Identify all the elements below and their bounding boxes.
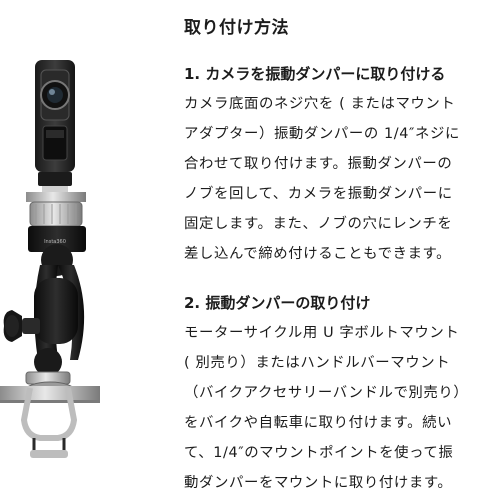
- step-1-heading: 1. カメラを振動ダンパーに取り付ける: [184, 65, 446, 83]
- camera-mount-drawing: Insta360: [0, 60, 100, 458]
- mount-arm: [34, 265, 85, 360]
- product-logo-text: Insta360: [44, 239, 66, 245]
- step-1-line-1: カメラ底面のネジ穴を ( またはマウント: [184, 96, 456, 112]
- camera-body: [35, 60, 75, 172]
- step-2-section: 2. 振動ダンパーの取り付け モーターサイクル用 U 字ボルトマウント ( 別売…: [184, 288, 496, 498]
- step-2-heading: 2. 振動ダンパーの取り付け: [184, 294, 371, 312]
- page-title: 取り付け方法: [184, 18, 289, 38]
- product-illustration: Insta360: [0, 60, 175, 500]
- step-2-line-5: て、1/4″のマウントポイントを使って振: [184, 445, 454, 461]
- handlebar-tube: [0, 386, 100, 403]
- step-2-line-1: モーターサイクル用 U 字ボルトマウント: [184, 325, 460, 341]
- step-1-line-3: 合わせて取り付けます。振動ダンパーの: [184, 156, 453, 172]
- step-2-line-4: をバイクや自転車に取り付けます。続い: [184, 415, 453, 431]
- step-1-line-6: 差し込んで締め付けることもできます。: [184, 246, 452, 262]
- thumb-knob: [3, 310, 40, 342]
- step-1-line-4: ノブを回して、カメラを振動ダンパーに: [184, 186, 453, 202]
- step-1-line-2: アダプター）振動ダンパーの 1/4″ネジに: [184, 126, 460, 142]
- step-1-line-5: 固定します。また、ノブの穴にレンチを: [184, 216, 453, 232]
- step-2-line-3: （バイクアクセサリーバンドルで別売り）: [184, 385, 469, 401]
- step-2-line-2: ( 別売り）またはハンドルバーマウント: [184, 355, 451, 371]
- damper-knob: [26, 192, 86, 227]
- step-1-section: 1. カメラを振動ダンパーに取り付ける カメラ底面のネジ穴を ( またはマウント…: [184, 59, 496, 269]
- step-2-line-6: 動ダンパーをマウントに取り付けます。: [184, 475, 453, 491]
